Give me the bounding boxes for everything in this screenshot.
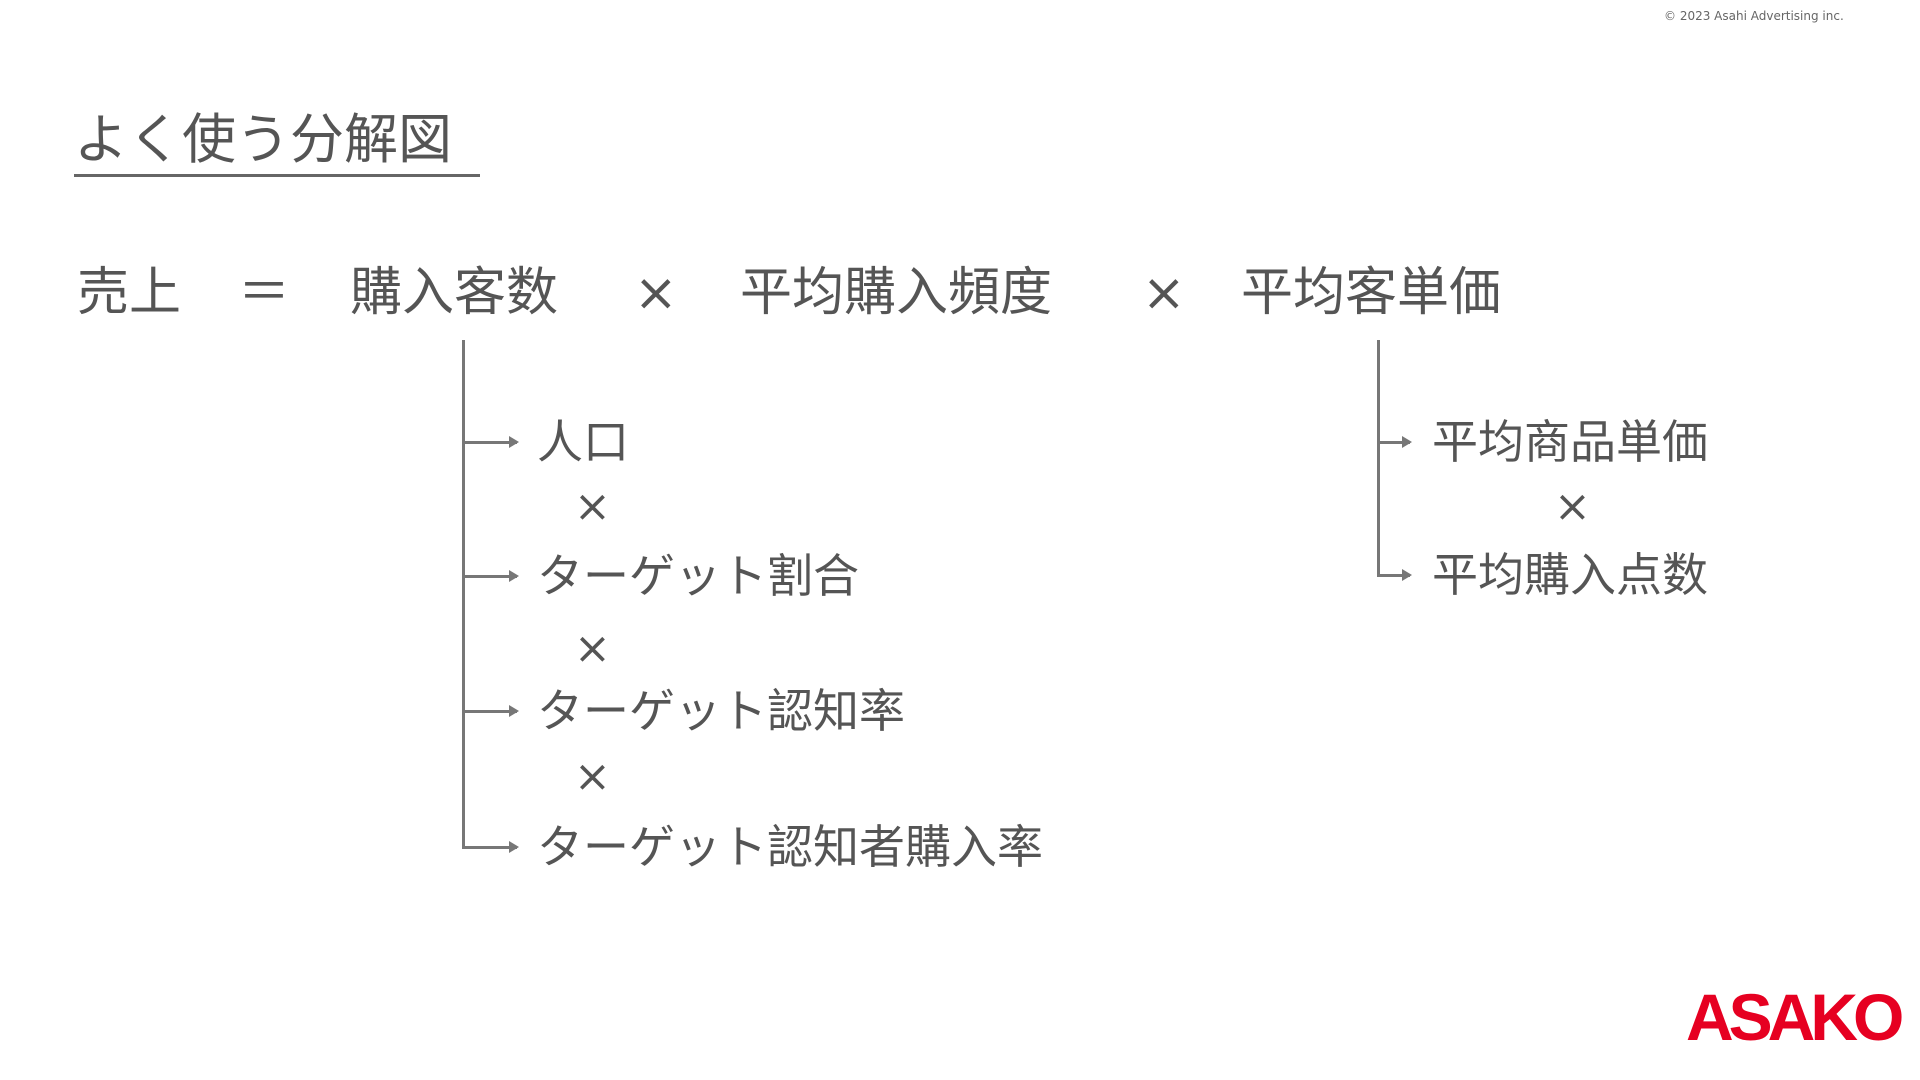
asako-logo: ASAKO bbox=[1686, 980, 1904, 1054]
sales-label: 売上 bbox=[77, 263, 182, 323]
branch-arrow bbox=[1377, 436, 1412, 448]
unit-price-term: 平均客単価 bbox=[1241, 263, 1502, 323]
left-tree-line bbox=[462, 340, 465, 849]
times-sign: × bbox=[574, 751, 611, 802]
right-tree-line bbox=[1377, 340, 1380, 577]
population-item: 人口 bbox=[537, 415, 629, 469]
copyright-notice: © 2023 Asahi Advertising inc. bbox=[1664, 9, 1844, 23]
aware-purchase-rate-item: ターゲット認知者購入率 bbox=[537, 820, 1043, 874]
frequency-term: 平均購入頻度 bbox=[740, 263, 1053, 323]
branch-arrow bbox=[462, 841, 519, 853]
times-sign: × bbox=[574, 481, 611, 532]
avg-item-price: 平均商品単価 bbox=[1432, 415, 1708, 469]
branch-arrow bbox=[462, 570, 519, 582]
times-sign: × bbox=[1142, 263, 1186, 323]
times-sign: × bbox=[1554, 481, 1591, 532]
page-title: よく使う分解図 bbox=[74, 108, 452, 171]
branch-arrow bbox=[462, 705, 519, 717]
target-ratio-item: ターゲット割合 bbox=[537, 549, 859, 603]
branch-arrow bbox=[1377, 569, 1412, 581]
times-sign: × bbox=[574, 623, 611, 674]
equals-sign: ＝ bbox=[238, 263, 291, 323]
target-awareness-item: ターゲット認知率 bbox=[537, 684, 905, 738]
branch-arrow bbox=[462, 436, 519, 448]
times-sign: × bbox=[634, 263, 678, 323]
customers-term: 購入客数 bbox=[350, 263, 559, 323]
avg-items-purchased: 平均購入点数 bbox=[1432, 548, 1708, 602]
title-underline bbox=[74, 174, 480, 177]
